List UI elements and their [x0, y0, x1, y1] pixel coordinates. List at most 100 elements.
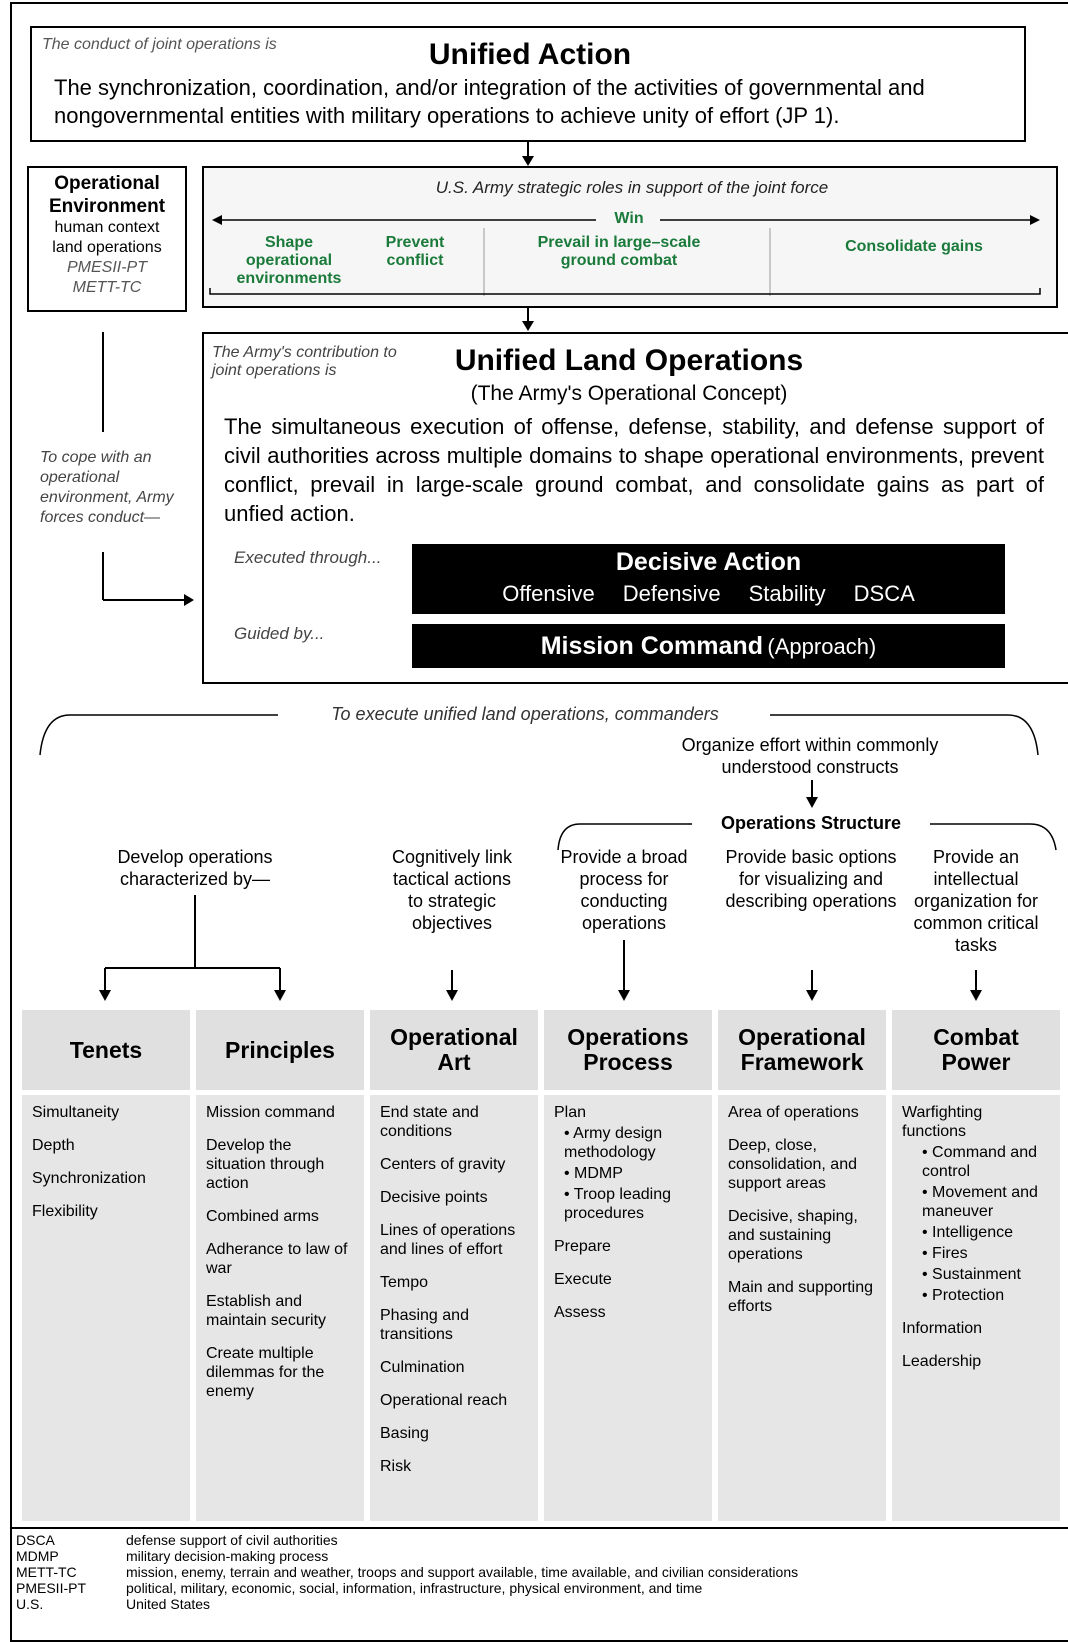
strategic-roles-box: U.S. Army strategic roles in support of …: [202, 166, 1058, 308]
guided-label: Guided by...: [234, 624, 325, 643]
legend-abbr: MDMP: [16, 1548, 59, 1564]
legend-abbr: PMESII-PT: [16, 1580, 87, 1596]
op-art-item: Risk: [380, 1458, 412, 1475]
op-art-item: End state and conditions: [380, 1104, 479, 1140]
operational-art-body: End state and conditions Centers of grav…: [370, 1095, 538, 1521]
unified-action-definition: The synchronization, coordination, and/o…: [54, 75, 925, 128]
process-plan: Plan: [554, 1104, 587, 1121]
op-art-item: Lines of operations and lines of effort: [380, 1222, 516, 1258]
tenets-header: Tenets: [22, 1010, 190, 1090]
process-plan-sub: • Army design methodology: [564, 1125, 663, 1161]
op-art-item: Decisive points: [380, 1189, 488, 1206]
side-note: To cope with an operational environment,…: [40, 449, 174, 526]
oe-line2: land operations: [52, 239, 162, 256]
legend-abbr: U.S.: [16, 1596, 44, 1612]
decisive-action-title: Decisive Action: [615, 548, 802, 576]
unified-action-title: Unified Action: [428, 38, 632, 71]
legend-row: MDMP military decision-making process: [16, 1548, 1056, 1564]
execute-caption: To execute unified land operations, comm…: [331, 704, 719, 724]
legend-row: METT-TC mission, enemy, terrain and weat…: [16, 1564, 1056, 1580]
process-item: Execute: [554, 1271, 612, 1288]
ulo-definition: The simultaneous execution of offense, d…: [224, 414, 1044, 526]
legend-row: PMESII-PT political, military, economic,…: [16, 1580, 1056, 1596]
combat-descriptor: Provide an intellectual organization for…: [913, 847, 1039, 955]
process-item: Prepare: [554, 1238, 611, 1255]
legend-abbr: METT-TC: [16, 1564, 77, 1580]
tenet-item: Depth: [32, 1137, 75, 1154]
principle-item: Establish and maintain security: [206, 1293, 327, 1329]
principle-item: Create multiple dilemmas for the enemy: [206, 1345, 325, 1400]
oe-title: Operational Environment: [48, 173, 166, 217]
legend-text: mission, enemy, terrain and weather, tro…: [126, 1564, 799, 1580]
decisive-dsca: DSCA: [853, 581, 915, 606]
framework-item: Decisive, shaping, and sustaining operat…: [728, 1208, 858, 1263]
decisive-offensive: Offensive: [502, 581, 595, 606]
principle-item: Mission command: [206, 1104, 335, 1121]
op-art-item: Centers of gravity: [380, 1156, 506, 1173]
legend-text: defense support of civil authorities: [126, 1532, 338, 1548]
ulo-intro: The Army's contribution to joint operati…: [212, 344, 397, 379]
operational-framework-header: Operational Framework: [718, 1010, 886, 1090]
mission-command-title: Mission Command: [540, 632, 763, 660]
decisive-action-items: Offensive Defensive Stability DSCA: [412, 581, 1005, 607]
ulo-subtitle: (The Army's Operational Concept): [470, 382, 788, 405]
wf-sub: • Protection: [922, 1287, 1005, 1304]
legend: DSCA defense support of civil authoritie…: [16, 1532, 1056, 1612]
process-item: Assess: [554, 1304, 606, 1321]
organize-effort: Organize effort within commonly understo…: [681, 735, 939, 777]
tenet-item: Synchronization: [32, 1170, 146, 1187]
cognitive-descriptor: Cognitively link tactical actions to str…: [391, 847, 513, 933]
unified-action-intro: The conduct of joint operations is: [42, 36, 277, 53]
principles-header: Principles: [196, 1010, 364, 1090]
framework-item: Main and supporting efforts: [728, 1279, 873, 1315]
executed-label: Executed through...: [234, 548, 382, 567]
op-art-item: Culmination: [380, 1359, 465, 1376]
wf-sub: • Movement and maneuver: [922, 1184, 1038, 1220]
operational-environment-box: Operational Environment human context la…: [27, 166, 187, 312]
wf-sub: • Fires: [922, 1245, 968, 1262]
ulo-box: The Army's contribution to joint operati…: [202, 332, 1068, 684]
op-art-item: Tempo: [380, 1274, 429, 1291]
framework-item: Area of operations: [728, 1104, 859, 1121]
mission-command-box: Mission Command (Approach): [412, 624, 1005, 668]
combat-item: Information: [902, 1320, 983, 1337]
legend-abbr: DSCA: [16, 1532, 55, 1548]
process-plan-sub: • Troop leading procedures: [564, 1186, 672, 1222]
operations-process-body: Plan • Army design methodology • MDMP • …: [544, 1095, 712, 1521]
oe-mett: METT-TC: [72, 279, 142, 296]
legend-row: DSCA defense support of civil authoritie…: [16, 1532, 1056, 1548]
op-art-item: Phasing and transitions: [380, 1307, 469, 1343]
tenets-body: Simultaneity Depth Synchronization Flexi…: [22, 1095, 190, 1521]
warfighting-functions: Warfighting functions: [902, 1104, 983, 1140]
legend-text: military decision-making process: [126, 1548, 329, 1564]
operational-art-header: Operational Art: [370, 1010, 538, 1090]
unified-action-box: The conduct of joint operations is Unifi…: [30, 26, 1026, 142]
legend-text: United States: [126, 1596, 211, 1612]
process-plan-sub: • MDMP: [564, 1165, 623, 1182]
role-consolidate: Consolidate gains: [845, 238, 983, 255]
win-arrow: [209, 215, 1041, 296]
tenet-item: Flexibility: [32, 1203, 98, 1220]
wf-sub: • Sustainment: [922, 1266, 1021, 1283]
framework-item: Deep, close, consolidation, and support …: [728, 1137, 857, 1192]
principle-item: Adherance to law of war: [206, 1241, 348, 1277]
legend-row: U.S. United States: [16, 1596, 1056, 1612]
develop-descriptor: Develop operations characterized by—: [117, 847, 273, 889]
combat-power-header: Combat Power: [892, 1010, 1060, 1090]
win-label: Win: [614, 210, 644, 227]
strategic-roles-title: U.S. Army strategic roles in support of …: [435, 178, 829, 197]
wf-sub: • Command and control: [922, 1144, 1037, 1180]
combat-item: Leadership: [902, 1353, 982, 1370]
legend-divider: [10, 1527, 1068, 1529]
decisive-defensive: Defensive: [622, 581, 721, 606]
principle-item: Develop the situation through action: [206, 1137, 325, 1192]
operations-process-header: Operations Process: [544, 1010, 712, 1090]
op-art-item: Basing: [380, 1425, 429, 1442]
oe-pmesii: PMESII-PT: [66, 259, 147, 276]
operational-framework-body: Area of operations Deep, close, consolid…: [718, 1095, 886, 1521]
ulo-title: Unified Land Operations: [454, 344, 804, 377]
mission-command-suffix: (Approach): [767, 634, 877, 659]
combat-power-body: Warfighting functions • Command and cont…: [892, 1095, 1060, 1521]
role-shape: Shape operational environments: [236, 234, 342, 287]
